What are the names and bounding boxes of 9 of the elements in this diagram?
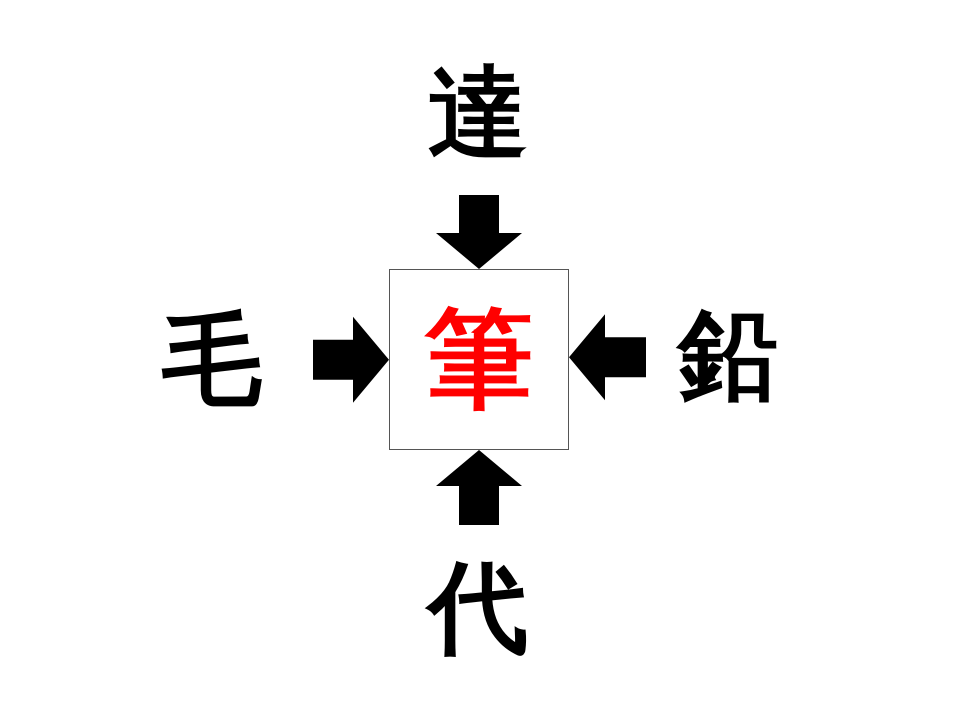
- kanji-text: 達: [428, 63, 528, 163]
- kanji-text: 筆: [425, 306, 533, 414]
- answer-box: [389, 269, 569, 450]
- arrow: [436, 450, 522, 525]
- kanji-text: 毛: [162, 310, 262, 410]
- arrow: [569, 314, 646, 400]
- kanji-text: 鉛: [678, 305, 778, 405]
- arrow: [313, 316, 389, 403]
- arrow: [436, 195, 522, 269]
